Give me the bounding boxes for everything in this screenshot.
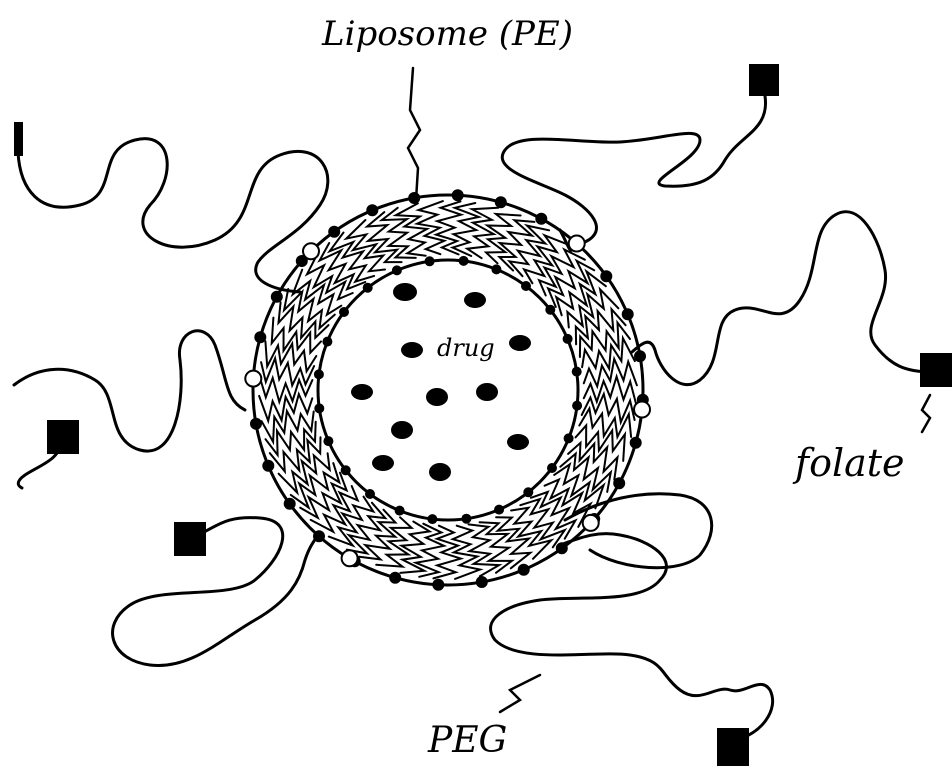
outer-lipid-head	[262, 460, 274, 472]
inner-lipid-head	[491, 264, 501, 274]
outer-lipid-head	[432, 579, 444, 591]
folate-ligands	[14, 64, 952, 766]
liposome-label: Liposome (PE)	[321, 14, 573, 54]
inner-lipid-head	[547, 463, 557, 473]
folate-square	[174, 522, 206, 556]
inner-lipid-head	[523, 487, 533, 497]
outer-lipid-head	[476, 576, 488, 588]
inner-lipid-head	[365, 489, 375, 499]
folate-leader	[922, 395, 930, 432]
lipid-tail	[524, 235, 569, 283]
outer-lipid-head	[408, 192, 420, 204]
inner-lipid-head	[341, 465, 351, 475]
drug-molecule	[401, 342, 423, 358]
drug-molecule	[391, 421, 413, 439]
inner-lipid-head	[314, 403, 324, 413]
inner-lipid-head	[427, 514, 437, 524]
peg-chain-bottom-left	[113, 518, 320, 666]
outer-lipid-head	[634, 350, 646, 362]
inner-lipid-head	[395, 506, 405, 516]
peg-chain-top-right	[502, 96, 765, 250]
outer-lipid-head	[313, 530, 325, 542]
inner-lipid-head	[392, 265, 402, 275]
inner-lipid-head	[545, 305, 555, 315]
drug-molecule	[351, 384, 373, 400]
inner-lipid-head	[323, 436, 333, 446]
drug-molecule	[426, 388, 448, 406]
inner-lipid-head	[461, 514, 471, 524]
folate-square	[14, 122, 23, 156]
lipid-tail	[265, 341, 316, 371]
drug-molecule	[372, 455, 394, 471]
peg-leader	[500, 675, 540, 712]
peg-anchor-head	[569, 236, 585, 252]
outer-lipid-head	[366, 204, 378, 216]
drug-molecule	[507, 434, 529, 450]
drug-molecule	[429, 463, 451, 481]
outer-lipid-head	[284, 498, 296, 510]
folate-square	[749, 64, 779, 96]
folate-square	[47, 420, 79, 454]
inner-lipid-head	[339, 307, 349, 317]
lipid-tail	[400, 522, 429, 573]
inner-lipid-head	[494, 505, 504, 515]
drug-molecule	[476, 383, 498, 401]
peg-anchor-head	[303, 243, 319, 259]
outer-lipid-head	[556, 542, 568, 554]
peg-anchor-head	[245, 371, 261, 387]
liposome	[245, 189, 650, 591]
peg-anchor-head	[583, 515, 599, 531]
folate-label: folate	[792, 441, 905, 485]
outer-lipid-head	[495, 196, 507, 208]
peg-chain-top-left	[18, 139, 328, 292]
outer-lipid-head	[622, 308, 634, 320]
liposome-leader	[408, 68, 420, 200]
drug-label: drug	[437, 334, 495, 362]
inner-lipid-head	[363, 283, 373, 293]
lipid-tail	[346, 220, 385, 271]
drug-molecule	[509, 335, 531, 351]
inner-lipid-head	[322, 337, 332, 347]
peg-chain-right	[632, 212, 932, 385]
inner-lipid-head	[564, 433, 574, 443]
inner-lipid-head	[521, 281, 531, 291]
drug-molecule	[393, 283, 417, 301]
folate-square	[717, 728, 749, 766]
folate-square	[920, 353, 952, 387]
peg-anchor-head	[634, 402, 650, 418]
outer-lipid-head	[630, 437, 642, 449]
peg-label: PEG	[427, 720, 507, 761]
outer-lipid-head	[518, 564, 530, 576]
inner-lipid-head	[563, 334, 573, 344]
inner-lipid-head	[572, 401, 582, 411]
outer-lipid-head	[389, 572, 401, 584]
drug-molecules	[351, 283, 531, 481]
inner-lipid-head	[314, 369, 324, 379]
outer-lipid-head	[254, 331, 266, 343]
drug-molecule	[464, 292, 486, 308]
outer-lipid-head	[271, 291, 283, 303]
outer-lipid-head	[535, 213, 547, 225]
peg-chains	[14, 96, 932, 740]
outer-lipid-head	[452, 189, 464, 201]
outer-lipid-head	[613, 477, 625, 489]
outer-lipid-head	[250, 418, 262, 430]
outer-lipid-head	[600, 270, 612, 282]
inner-lipid-head	[459, 256, 469, 266]
inner-lipid-head	[572, 367, 582, 377]
inner-lipid-head	[425, 256, 435, 266]
outer-lipid-head	[328, 226, 340, 238]
peg-anchor-head	[342, 550, 358, 566]
